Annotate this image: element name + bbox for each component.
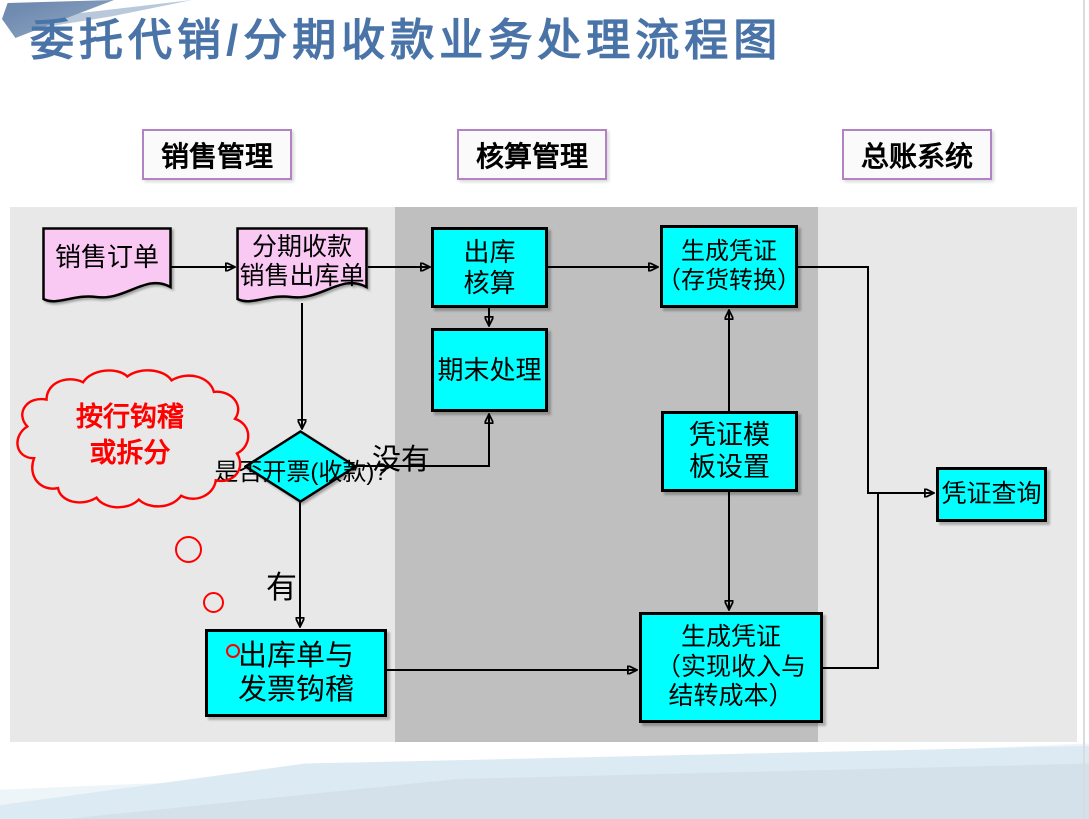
edge-label-no: 没有 [372, 444, 431, 476]
node-label: 发票钩稽 [237, 674, 354, 706]
annotation-line: 按行钩稽 [76, 402, 184, 432]
node-label: 生成凭证 [680, 623, 781, 652]
node-label: 结转成本） [668, 682, 794, 711]
header-accounting-management: 核算管理 [457, 129, 607, 180]
document-shape [236, 227, 368, 303]
node-label: 销售出库单 [239, 261, 365, 290]
node-label: （存货转换） [657, 266, 801, 294]
annotation-cloud: 按行钩稽 或拆分 [10, 363, 260, 515]
annotation-text: 按行钩稽 或拆分 [10, 399, 250, 472]
node-decision-invoiced [243, 430, 358, 503]
node-label: 销售订单 [54, 242, 159, 272]
node-voucher-query: 凭证查询 [936, 467, 1047, 522]
node-label: 出库单与 [237, 639, 354, 672]
node-label: 分期收款 [251, 233, 352, 261]
cloud-trail-circle [175, 536, 202, 563]
diamond-shape [243, 430, 358, 503]
cloud-trail-circle [226, 644, 240, 658]
bottom-decoration [0, 742, 1089, 819]
node-installment-delivery-order: 分期收款 销售出库单 [236, 227, 368, 310]
node-label: 凭证查询 [941, 479, 1042, 508]
node-delivery-accounting: 出库 核算 [431, 227, 548, 308]
header-label: 总账系统 [860, 140, 973, 172]
cloud-shape [16, 369, 250, 509]
decision-label: 是否开票(收款)? [214, 459, 388, 486]
header-label: 核算管理 [475, 140, 588, 172]
document-shape [42, 227, 172, 303]
node-sales-order: 销售订单 [42, 227, 172, 310]
node-delivery-invoice-reconcile: 出库单与 发票钩稽 [205, 629, 387, 717]
header-general-ledger: 总账系统 [842, 129, 992, 180]
node-generate-voucher-inventory: 生成凭证 （存货转换） [657, 225, 801, 308]
header-label: 销售管理 [160, 140, 273, 172]
node-label: 核算 [463, 267, 516, 298]
node-label: 生成凭证 [681, 238, 777, 266]
node-generate-voucher-revenue: 生成凭证 （实现收入与 结转成本） [639, 612, 823, 723]
cloud-trail-circle [203, 592, 224, 613]
slide-right-border [1083, 0, 1085, 819]
node-label: （实现收入与 [655, 652, 806, 681]
node-label: 期末处理 [437, 354, 542, 385]
edge-label-yes: 有 [266, 570, 297, 605]
node-period-end-processing: 期末处理 [431, 328, 548, 412]
node-label: 凭证模 [689, 419, 770, 450]
node-voucher-template-settings: 凭证模 板设置 [661, 411, 798, 492]
header-sales-management: 销售管理 [142, 129, 292, 180]
node-label: 板设置 [689, 451, 770, 482]
annotation-line: 或拆分 [89, 438, 171, 469]
node-label: 出库 [463, 236, 516, 267]
page-title: 委托代销/分期收款业务处理流程图 [30, 16, 783, 65]
